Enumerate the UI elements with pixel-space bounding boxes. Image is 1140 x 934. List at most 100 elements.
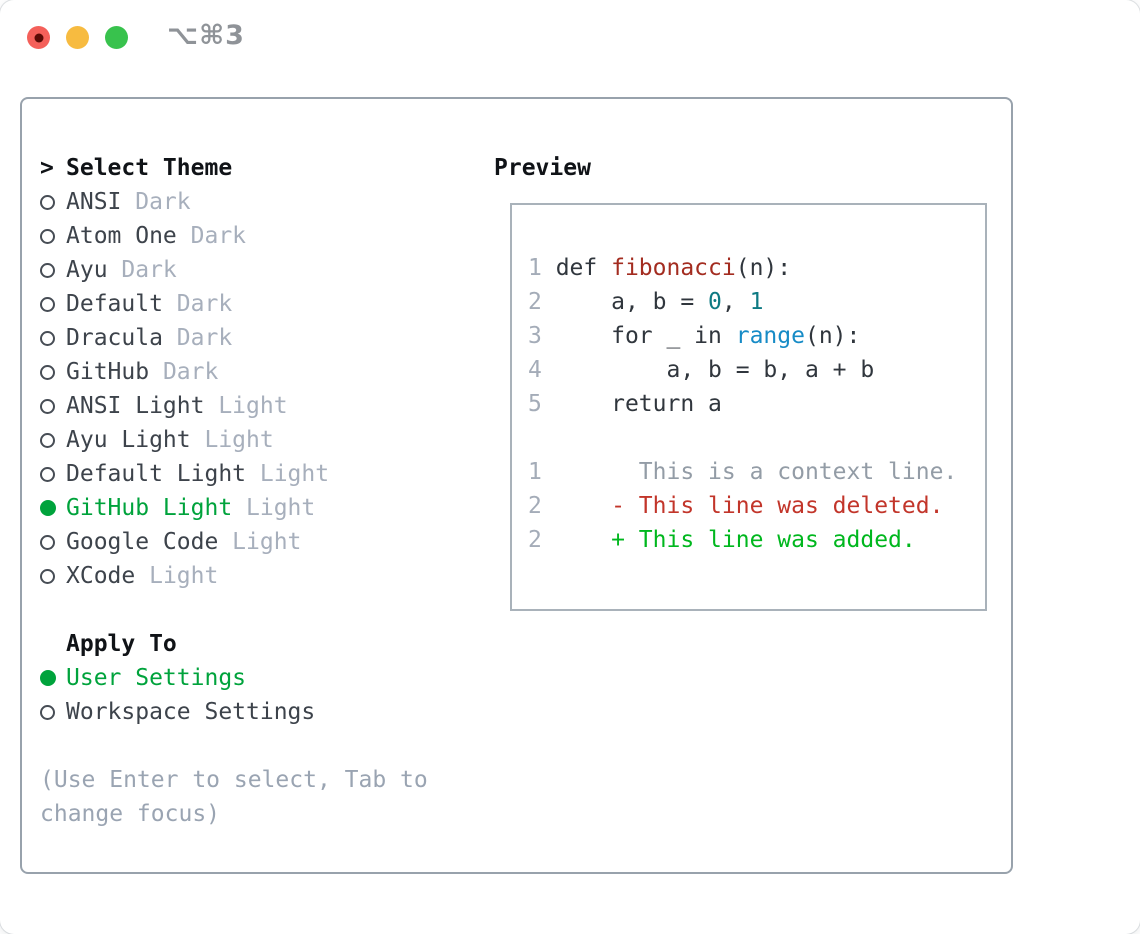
theme-name: Atom One bbox=[66, 223, 177, 249]
theme-name: Dracula bbox=[66, 325, 163, 351]
line-number: 2 bbox=[528, 493, 542, 519]
radio-icon bbox=[40, 364, 55, 380]
radio-icon bbox=[40, 670, 56, 686]
theme-variant: Dark bbox=[190, 223, 247, 249]
theme-variant: Light bbox=[218, 393, 288, 419]
line-number: 4 bbox=[528, 357, 542, 383]
theme-name: Google Code bbox=[66, 529, 219, 555]
theme-option-ayu-light[interactable]: Ayu Light Light bbox=[38, 423, 488, 457]
theme-variant: Light bbox=[246, 495, 316, 521]
apply-to-list: User Settings Workspace Settings bbox=[38, 661, 488, 729]
apply-to-header: Apply To bbox=[38, 627, 488, 661]
theme-option-github-light[interactable]: GitHub Light Light bbox=[38, 491, 488, 525]
theme-variant: Light bbox=[259, 461, 330, 487]
theme-variant: Dark bbox=[121, 257, 177, 283]
theme-option-ayu[interactable]: Ayu Dark bbox=[38, 253, 488, 287]
theme-option-github[interactable]: GitHub Dark bbox=[38, 355, 488, 389]
theme-option-xcode[interactable]: XCode Light bbox=[38, 559, 488, 593]
line-number: 3 bbox=[528, 323, 542, 349]
theme-name: ANSI bbox=[66, 189, 122, 215]
radio-icon bbox=[40, 466, 55, 482]
theme-name: Default bbox=[66, 291, 163, 317]
code-line: 2 a, b = 0, 1 bbox=[528, 285, 985, 319]
code-segment-code: for _ in bbox=[555, 323, 736, 349]
theme-option-default-light[interactable]: Default Light Light bbox=[38, 457, 488, 491]
theme-variant: Dark bbox=[162, 359, 219, 385]
apply-to-title: Apply To bbox=[66, 631, 177, 657]
code-segment-context: This is a context line. bbox=[555, 459, 958, 485]
code-line: 3 for _ in range(n): bbox=[528, 319, 985, 353]
apply-option-workspace-settings[interactable]: Workspace Settings bbox=[38, 695, 488, 729]
maximize-button[interactable] bbox=[105, 26, 128, 49]
code-line: 2 + This line was added. bbox=[528, 523, 985, 557]
theme-name: GitHub Light bbox=[66, 495, 233, 521]
code-segment-num: 1 bbox=[749, 289, 764, 315]
code-line: 4 a, b = b, a + b bbox=[528, 353, 985, 387]
spacer-row bbox=[38, 593, 488, 627]
radio-icon bbox=[40, 432, 55, 448]
code-segment-code: a, b = bbox=[555, 289, 709, 315]
theme-name: ANSI Light bbox=[66, 393, 205, 419]
help-text-line-1: (Use Enter to select, Tab to bbox=[40, 767, 428, 793]
radio-icon bbox=[40, 194, 55, 210]
theme-option-ansi-light[interactable]: ANSI Light Light bbox=[38, 389, 488, 423]
cursor-marker: > bbox=[40, 155, 54, 181]
code-segment-num: 0 bbox=[708, 289, 722, 315]
code-segment-func: fibonacci bbox=[611, 255, 736, 281]
radio-icon bbox=[40, 534, 55, 550]
radio-icon bbox=[40, 568, 55, 584]
code-segment-deleted: - This line was deleted. bbox=[555, 493, 944, 519]
code-line bbox=[528, 421, 985, 455]
code-segment-code: (n): bbox=[804, 323, 861, 349]
line-number: 5 bbox=[528, 391, 542, 417]
code-segment-code: def bbox=[555, 255, 612, 281]
help-text-line-2: change focus) bbox=[40, 801, 221, 827]
line-number: 2 bbox=[528, 527, 542, 553]
theme-variant: Light bbox=[204, 427, 274, 453]
theme-option-default[interactable]: Default Dark bbox=[38, 287, 488, 321]
theme-variant: Dark bbox=[176, 291, 233, 317]
code-line: 2 - This line was deleted. bbox=[528, 489, 985, 523]
theme-option-atom-one[interactable]: Atom One Dark bbox=[38, 219, 488, 253]
theme-name: Ayu Light bbox=[66, 427, 191, 453]
close-button[interactable] bbox=[27, 26, 50, 49]
code-segment-added: + This line was added. bbox=[555, 527, 916, 553]
code-line: 5 return a bbox=[528, 387, 985, 421]
code-segment-code: , bbox=[721, 289, 750, 315]
apply-option-label: User Settings bbox=[66, 665, 247, 691]
code-segment-builtin: range bbox=[735, 323, 805, 349]
titlebar bbox=[27, 26, 144, 49]
theme-variant: Dark bbox=[135, 189, 191, 215]
spacer-row bbox=[38, 729, 488, 763]
code-segment-code: a, b = b, a + b bbox=[555, 357, 875, 383]
radio-icon bbox=[40, 704, 55, 720]
radio-icon bbox=[40, 262, 55, 278]
theme-option-google-code[interactable]: Google Code Light bbox=[38, 525, 488, 559]
apply-option-label: Workspace Settings bbox=[66, 699, 316, 725]
code-line: 1 def fibonacci(n): bbox=[528, 251, 985, 285]
code-segment-code: return a bbox=[555, 391, 722, 417]
radio-icon bbox=[40, 500, 56, 516]
line-number: 1 bbox=[528, 255, 542, 281]
theme-name: Default Light bbox=[66, 461, 247, 487]
theme-name: Ayu bbox=[66, 257, 108, 283]
theme-name: GitHub bbox=[66, 359, 150, 385]
preview-title: Preview bbox=[494, 155, 591, 181]
select-theme-header: > Select Theme bbox=[38, 151, 488, 185]
radio-icon bbox=[40, 398, 55, 414]
theme-variant: Light bbox=[149, 563, 219, 589]
apply-option-user-settings[interactable]: User Settings bbox=[38, 661, 488, 695]
theme-variant: Light bbox=[232, 529, 302, 555]
line-number: 2 bbox=[528, 289, 542, 315]
minimize-button[interactable] bbox=[66, 26, 89, 49]
code-segment-code: (n): bbox=[735, 255, 792, 281]
theme-option-ansi[interactable]: ANSI Dark bbox=[38, 185, 488, 219]
code-line: 1 This is a context line. bbox=[528, 455, 985, 489]
theme-name: XCode bbox=[66, 563, 136, 589]
radio-icon bbox=[40, 228, 55, 244]
